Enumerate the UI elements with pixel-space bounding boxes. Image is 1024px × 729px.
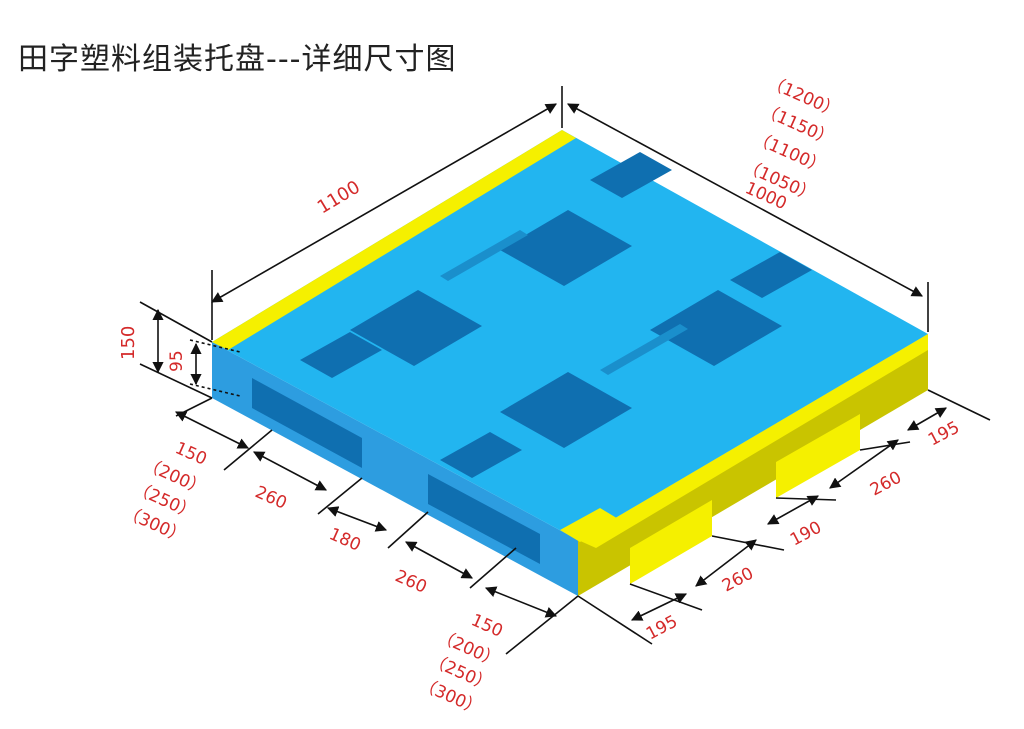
left-face-openings [252, 378, 540, 564]
dim-line-width [567, 103, 923, 297]
label-front-opening-1: 260 [252, 482, 290, 513]
yellow-corner-front [560, 508, 620, 542]
label-height-total: 150 [118, 326, 139, 360]
label-side-opening-1: 260 [719, 564, 757, 597]
right-face-openings [630, 414, 860, 584]
label-length: 1100 [314, 177, 364, 219]
grid-panel-left [350, 290, 482, 366]
label-front-opening-2: 260 [392, 566, 430, 597]
yellow-edge-front-right [578, 334, 928, 548]
label-front-end-2-opt-1: 150 [468, 610, 506, 641]
dim-line-length [211, 103, 557, 303]
left-opening-1 [252, 378, 362, 468]
left-opening-2 [428, 474, 540, 564]
right-opening-2 [776, 414, 860, 498]
page-title: 田字塑料组装托盘---详细尺寸图 [18, 42, 457, 77]
label-front-middle: 180 [326, 524, 364, 555]
label-side-end-2: 195 [925, 418, 963, 451]
pallet-top-deck [212, 130, 928, 540]
label-side-end-1: 195 [643, 612, 681, 645]
grid-panel-right [650, 290, 782, 366]
label-front-end-1-opt-1: 150 [172, 438, 210, 469]
label-height-entry: 95 [167, 350, 187, 372]
grid-panel-bottom [500, 372, 632, 448]
label-side-opening-2: 260 [867, 468, 905, 501]
dimension-lines [139, 86, 991, 655]
label-side-middle: 190 [787, 518, 825, 551]
right-opening-1 [630, 500, 712, 584]
